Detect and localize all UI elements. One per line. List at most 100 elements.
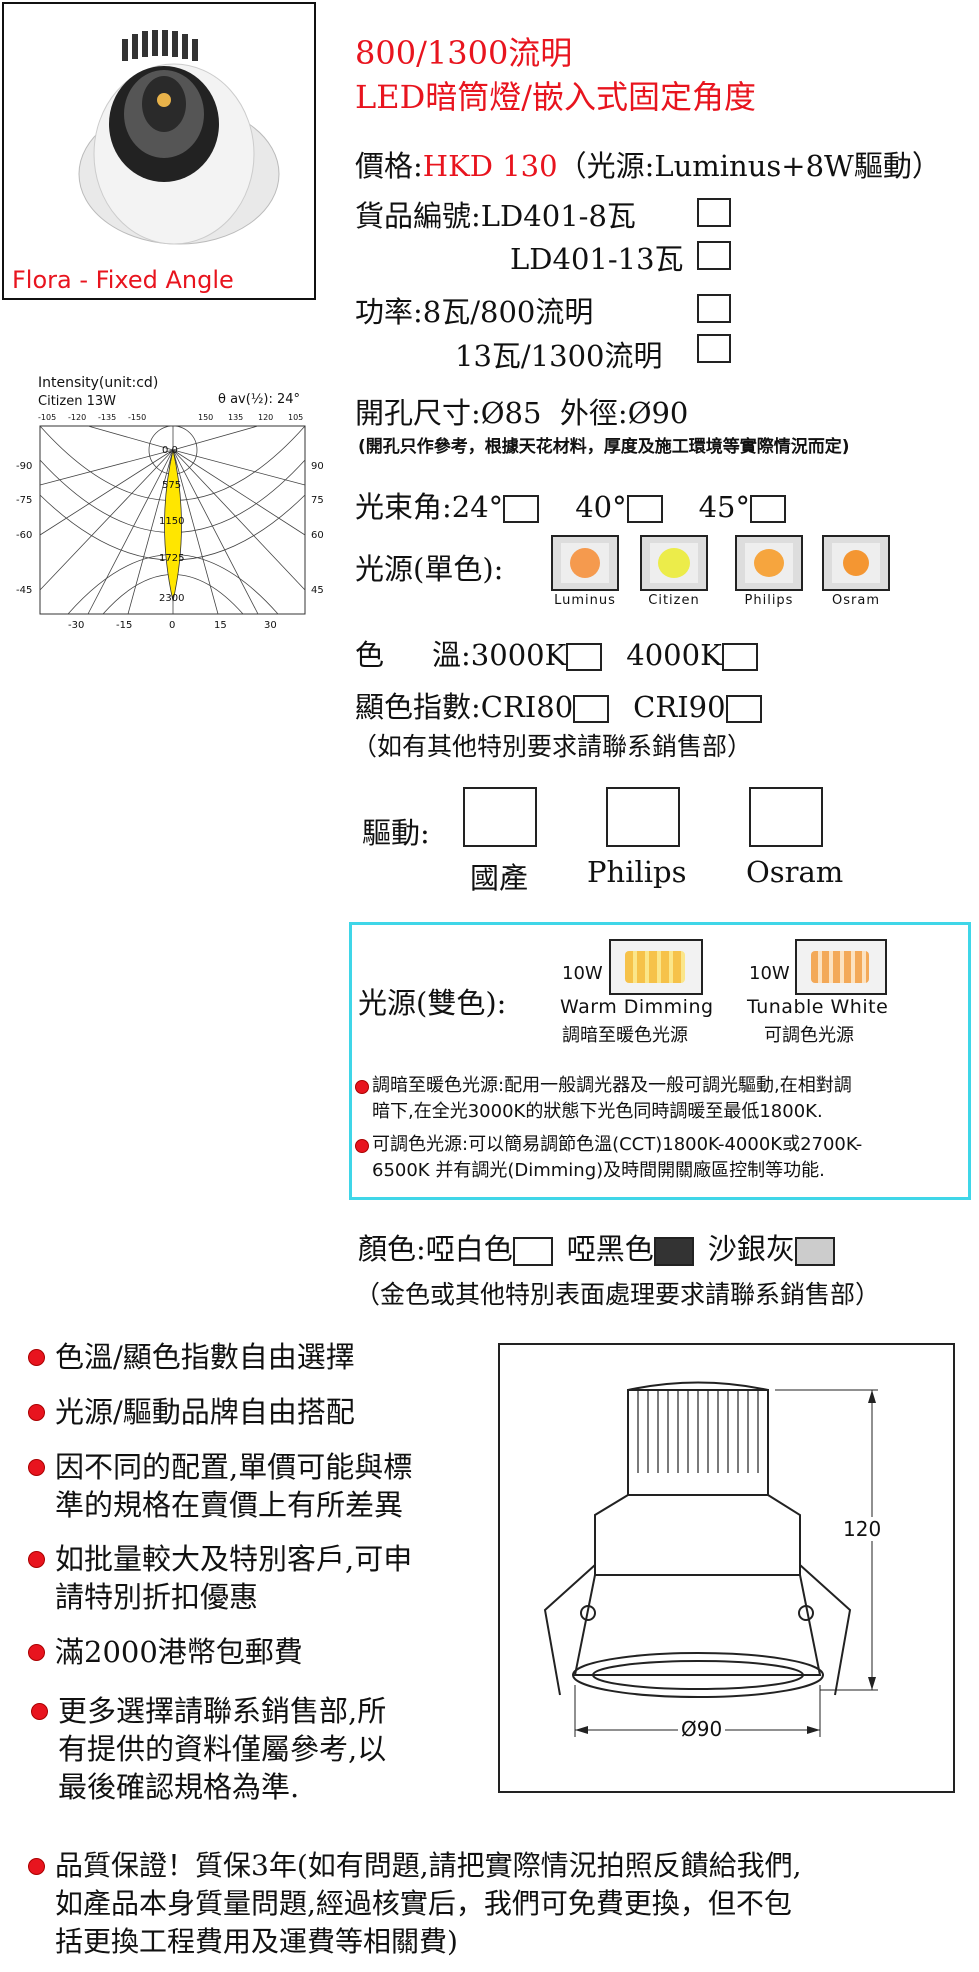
polar-top-tick: -135	[98, 413, 117, 422]
finish-silver: 沙銀灰	[707, 1232, 795, 1266]
power-checkbox-2[interactable]	[697, 334, 731, 363]
special-request-note: （如有其他特別要求請聯系銷售部）	[352, 732, 753, 761]
finish-note: （金色或其他特別表面處理要求請聯系銷售部）	[355, 1280, 881, 1309]
model-option-1: LD401-8瓦	[480, 199, 636, 233]
dual-note-1: 調暗至暖色光源:配用一般調光器及一般可調光驅動,在相對調 暗下,在全光3000K…	[355, 1073, 852, 1125]
source-option-philips[interactable]: Philips	[735, 535, 803, 608]
fixture-outline	[543, 1381, 878, 1737]
bullet-icon	[28, 1551, 45, 1568]
bullet-icon	[28, 1349, 45, 1366]
beam-checkbox-40[interactable]	[626, 495, 663, 523]
dual-item-tunable-zh: 可調色光源	[764, 1025, 854, 1046]
model-label: 貨品編號:	[355, 199, 481, 233]
power-checkbox-1[interactable]	[697, 294, 731, 323]
polar-top-tick: 135	[228, 413, 244, 422]
dual-source-label: 光源(雙色):	[358, 986, 507, 1020]
finish-black-swatch[interactable]	[653, 1236, 694, 1266]
polar-bottom-tick: 0	[169, 620, 176, 631]
polar-top-tick: -120	[68, 413, 87, 422]
model-row-1: 貨品編號:LD401-8瓦	[355, 193, 636, 235]
feature-bullet-4-line-1: 如批量較大及特別客戶,可申	[55, 1542, 413, 1576]
dimension-height: 120	[843, 1517, 882, 1541]
feature-bullet-3-line-2: 準的規格在賣價上有所差異	[55, 1488, 404, 1522]
warm-dimming-chip-icon	[609, 939, 703, 995]
warranty-line-3: 括更換工程費用及運費等相關費)	[55, 1925, 458, 1958]
outer-value: Ø90	[627, 396, 689, 430]
feature-bullet-2-text: 光源/驅動品牌自由搭配	[55, 1395, 355, 1429]
cutout-note: (開孔只作參考，根據天花材料，厚度及施工環境等實際情況而定)	[358, 437, 850, 457]
polar-left-tick: -45	[16, 585, 33, 596]
led-chip-icon	[745, 543, 793, 583]
driver-checkbox-philips[interactable]	[606, 787, 680, 847]
source-option-osram[interactable]: Osram	[822, 535, 890, 608]
finish-row: 顏色:啞白色啞黑色沙銀灰	[358, 1226, 835, 1268]
finish-silver-swatch[interactable]	[794, 1236, 835, 1266]
color-temp-label-2: 溫:	[432, 638, 471, 672]
driver-label: 驅動:	[362, 816, 430, 850]
beam-checkbox-24[interactable]	[503, 495, 540, 523]
price-value: HKD 130	[422, 149, 558, 183]
cutout-label: 開孔尺寸:	[355, 396, 481, 430]
polar-top-tick: -150	[128, 413, 147, 422]
polar-bottom-tick: -30	[68, 620, 85, 631]
product-title-line2: LED暗筒燈/嵌入式固定角度	[355, 78, 757, 116]
dual-note-1-line-1: 調暗至暖色光源:配用一般調光器及一般可調光驅動,在相對調	[372, 1075, 852, 1096]
dimension-diameter: Ø90	[678, 1717, 726, 1741]
beam-option-40: 40°	[575, 490, 627, 524]
finish-white-swatch[interactable]	[512, 1236, 553, 1266]
feature-bullet-6-line-3: 最後確認規格為準.	[58, 1770, 300, 1804]
beam-option-24: 24°	[451, 490, 504, 524]
polar-top-tick: 150	[198, 413, 214, 422]
finish-label: 顏色:	[358, 1232, 426, 1266]
polar-right-tick: 75	[311, 495, 324, 506]
source-brand-philips: Philips	[744, 593, 794, 608]
bullet-icon	[28, 1459, 45, 1476]
cri-90: CRI90	[633, 690, 726, 724]
warranty-bullet: 品質保證！質保3年(如有問題,請把實際情況拍照反饋給我們, 如產品本身質量問題,…	[28, 1847, 802, 1961]
cri-label: 顯色指數:	[355, 690, 481, 724]
bullet-icon	[28, 1404, 45, 1421]
outer-label: 外徑:	[559, 396, 628, 430]
color-temp-3000k-checkbox[interactable]	[566, 643, 603, 671]
bullet-icon	[31, 1703, 48, 1720]
led-chip-icon	[832, 543, 880, 583]
dimension-drawing: 120 Ø90	[498, 1343, 955, 1793]
product-photo-caption: Flora - Fixed Angle	[12, 266, 234, 294]
polar-radial-value: 2300	[159, 593, 185, 604]
feature-bullet-4-line-2: 請特別折扣優惠	[55, 1580, 259, 1614]
led-chip-icon	[650, 543, 698, 583]
dual-note-2-line-1: 可調色光源:可以簡易調節色溫(CCT)1800K-4000K或2700K-	[372, 1134, 863, 1155]
dual-note-1-line-2: 暗下,在全光3000K的狀態下光色同時調暖至最低1800K.	[372, 1101, 823, 1122]
led-chip-icon	[561, 543, 609, 583]
color-temp-4000k: 4000K	[626, 638, 722, 672]
polar-top-tick: -105	[38, 413, 57, 422]
source-option-luminus[interactable]: Luminus	[551, 535, 619, 608]
polar-top-ticks: -105 -120 -135 -150 150 135 120 105	[28, 413, 318, 425]
feature-bullet-6-line-1: 更多選擇請聯系銷售部,所	[58, 1694, 387, 1728]
polar-bottom-tick: -15	[116, 620, 133, 631]
bullet-icon	[28, 1858, 45, 1875]
bullet-icon	[28, 1644, 45, 1661]
dual-item-tunable-power: 10W	[749, 963, 790, 984]
feature-bullet-3: 因不同的配置,單價可能與標 準的規格在賣價上有所差異	[28, 1448, 412, 1524]
price-label: 價格:	[355, 149, 423, 183]
color-temp-3000k: 3000K	[470, 638, 567, 672]
polar-right-tick: 45	[311, 585, 324, 596]
source-option-citizen[interactable]: Citizen	[640, 535, 708, 608]
color-temp-4000k-checkbox[interactable]	[721, 643, 758, 671]
finish-white: 啞白色	[425, 1232, 513, 1266]
cri-90-checkbox[interactable]	[725, 695, 762, 723]
beam-checkbox-45[interactable]	[750, 495, 786, 523]
cutout-value: Ø85	[480, 396, 542, 430]
polar-left-tick: -75	[16, 495, 33, 506]
driver-checkbox-osram[interactable]	[749, 787, 823, 847]
driver-option-philips: Philips	[587, 855, 687, 889]
model-checkbox-2[interactable]	[697, 241, 731, 270]
price-row: 價格:HKD 130（光源:Luminus+8W驅動）	[355, 143, 941, 185]
cutout-row: 開孔尺寸:Ø85 外徑:Ø90	[355, 390, 688, 432]
cri-80-checkbox[interactable]	[573, 695, 610, 723]
model-checkbox-1[interactable]	[697, 198, 731, 227]
driver-checkbox-domestic[interactable]	[463, 787, 537, 847]
price-note: （光源:Luminus+8W驅動）	[557, 149, 941, 183]
